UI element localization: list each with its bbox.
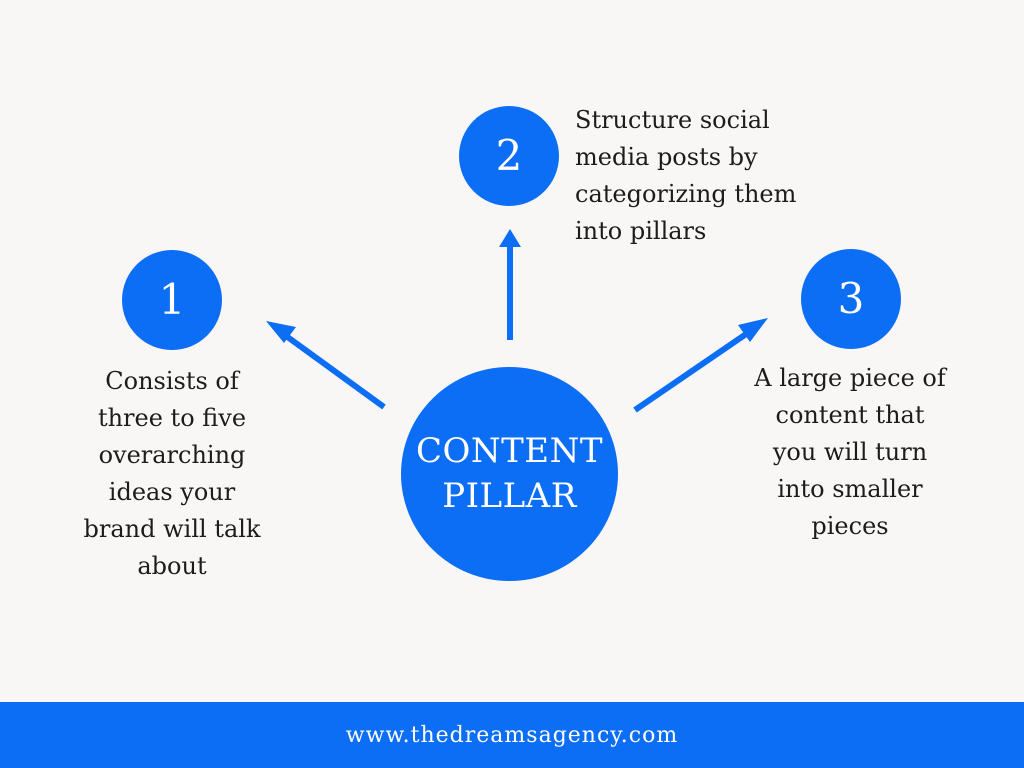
pillar-1-line: overarching (98, 441, 246, 469)
arrow-to-pillar-3 (633, 327, 754, 413)
pillar-1-line: about (137, 552, 207, 580)
diagram-canvas: 1 2 3 CONTENT PILLAR Consists of three t… (72, 102, 955, 585)
pillar-1-number: 1 (158, 275, 186, 324)
pillar-1-line: brand will talk (83, 515, 261, 543)
pillar-1-line: Consists of (105, 367, 239, 395)
pillar-3-number-circle: 3 (801, 249, 901, 349)
pillar-2-description: Structure social media posts by categori… (575, 102, 815, 250)
center-title-line-1: CONTENT (415, 431, 604, 471)
arrowhead-pillar-1 (266, 321, 296, 343)
pillar-3-line: content that (775, 401, 925, 429)
pillar-2-line: Structure social (575, 106, 770, 134)
pillar-2-number-circle: 2 (459, 106, 559, 206)
arrowhead-pillar-2 (499, 229, 521, 247)
pillar-3-line: A large piece of (754, 364, 946, 392)
pillar-3-line: into smaller (777, 475, 923, 503)
pillar-3-number: 3 (837, 274, 865, 323)
footer-bar: www.thedreamsagency.com (0, 702, 1024, 768)
arrowhead-pillar-3 (738, 318, 768, 342)
pillar-2-number: 2 (495, 131, 523, 180)
pillar-3-line: pieces (811, 512, 889, 540)
content-pillar-center-circle: CONTENT PILLAR (401, 367, 618, 581)
arrows-layer (266, 229, 768, 413)
pillar-2-line: into pillars (575, 217, 707, 245)
pillar-3-description: A large piece of content that you will t… (745, 360, 955, 545)
pillar-1-description: Consists of three to five overarching id… (72, 363, 272, 585)
pillar-3-line: you will turn (772, 438, 928, 466)
pillar-2-line: categorizing them (575, 180, 797, 208)
arrow-to-pillar-1 (280, 330, 386, 410)
center-title-line-2: PILLAR (442, 476, 577, 516)
footer-website-url[interactable]: www.thedreamsagency.com (345, 722, 679, 748)
pillar-2-line: media posts by (575, 143, 758, 171)
pillar-1-line: ideas your (108, 478, 236, 506)
pillar-1-line: three to five (97, 404, 247, 432)
pillar-1-number-circle: 1 (122, 250, 222, 350)
